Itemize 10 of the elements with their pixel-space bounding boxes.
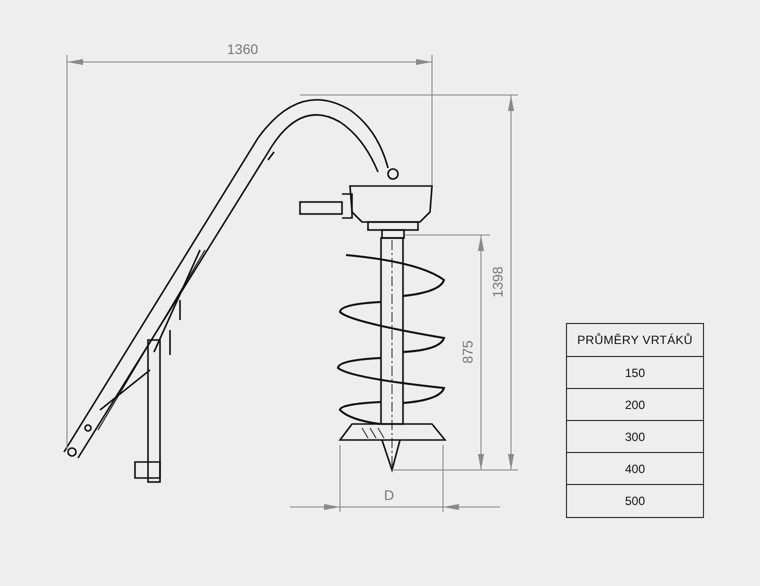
dimension-label: 1398 — [490, 266, 505, 298]
table-header: PRŮMĚRY VRTÁKŮ — [567, 324, 703, 357]
table-cell: 400 — [567, 453, 703, 485]
table-cell: 150 — [567, 357, 703, 389]
table-cell: 300 — [567, 421, 703, 453]
dimension-label: D — [384, 488, 394, 502]
dimension-label: 875 — [460, 340, 475, 364]
table-cell-text: 500 — [624, 493, 646, 510]
table-cell: 200 — [567, 389, 703, 421]
dimension-label: 1360 — [227, 42, 258, 56]
